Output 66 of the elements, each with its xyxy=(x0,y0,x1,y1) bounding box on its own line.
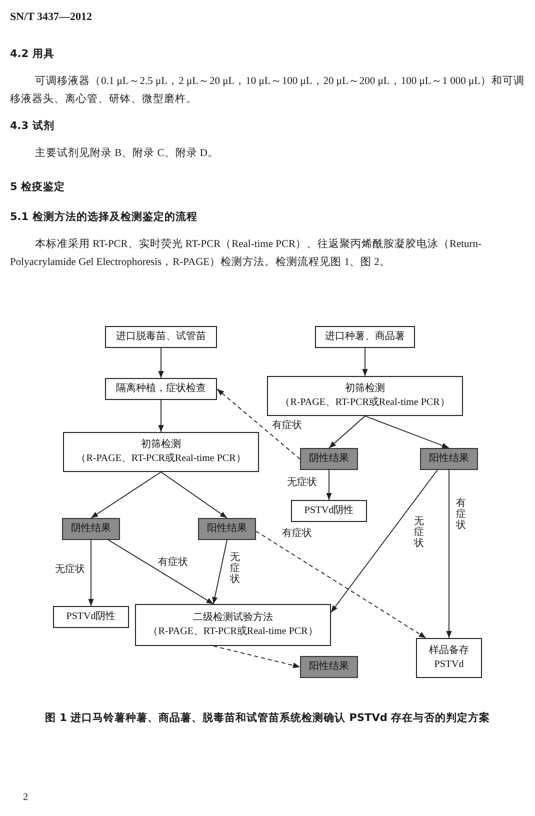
result-box xyxy=(420,448,478,470)
node-label: 阳性结果 xyxy=(429,452,469,466)
node-label: 二级检测试验方法 xyxy=(193,611,273,625)
arrow xyxy=(90,472,162,518)
arrow xyxy=(364,416,450,448)
edge-label: 有症状 xyxy=(456,498,466,531)
node-label: （R-PAGE、RT-PCR或Real-time PCR） xyxy=(280,396,450,410)
arrow xyxy=(446,470,452,638)
node-label: （R-PAGE、RT-PCR或Real-time PCR） xyxy=(148,625,318,639)
arrow xyxy=(328,416,366,448)
process-box xyxy=(291,500,367,522)
arrow xyxy=(160,472,228,518)
node-label: PSTVd阴性 xyxy=(304,504,354,518)
section-heading: 5.1 检测方法的选择及检测鉴定的流程 xyxy=(10,210,198,225)
process-box xyxy=(53,606,129,628)
process-box xyxy=(105,378,217,400)
arrow xyxy=(158,348,164,378)
process-box xyxy=(315,326,415,348)
arrow xyxy=(326,470,332,500)
arrow xyxy=(362,348,368,376)
node-label: 阴性结果 xyxy=(309,452,349,466)
figure-caption: 图 1 进口马铃薯种薯、商品薯、脱毒苗和试管苗系统检测确认 PSTVd 存在与否的判定方案 xyxy=(44,711,491,726)
dashed-arrow xyxy=(212,646,300,668)
standard-number: SN/T 3437—2012 xyxy=(10,10,92,25)
node-label: PSTVd阴性 xyxy=(66,610,116,624)
result-box xyxy=(300,656,358,678)
arrow xyxy=(158,400,164,432)
paragraph: 本标准采用 RT-PCR、实时荧光 RT-PCR（Real-time PCR）、往返聚丙烯酰胺凝胶电泳（Return-Polyacrylamide Gel Electrophoresis，R-PAGE）检测方法。检测流程见图 1、图 2。 xyxy=(10,237,483,270)
process-box xyxy=(105,326,217,348)
section-heading: 4.3 试剂 xyxy=(10,119,54,134)
result-box xyxy=(198,518,256,540)
edge-label: 有症状 xyxy=(282,528,312,540)
node-label: 初筛检测 xyxy=(141,438,181,452)
dashed-arrow xyxy=(216,388,300,460)
edge-label: 无症状 xyxy=(55,564,85,576)
edge-label: 有症状 xyxy=(158,557,188,569)
process-box xyxy=(416,638,482,678)
edge-label: 有症状 xyxy=(272,420,302,432)
paragraph: 可调移液器（0.1 μL～2.5 μL，2 μL～20 μL，10 μL～100 μL，20 μL～200 μL，100 μL～1 000 μL）和可调移液器头、离心管、研钵、微型磨杵。 xyxy=(10,74,526,107)
node-label: 样品备存 xyxy=(429,644,469,658)
section-heading: 5 检疫鉴定 xyxy=(10,180,65,195)
node-label: （R-PAGE、RT-PCR或Real-time PCR） xyxy=(76,452,246,466)
process-box xyxy=(267,376,463,416)
arrow xyxy=(88,540,94,606)
section-heading: 4.2 用具 xyxy=(10,47,54,62)
edge-label: 无症状 xyxy=(414,516,424,549)
dashed-arrow xyxy=(256,530,426,638)
arrow xyxy=(212,540,228,604)
arrow xyxy=(108,540,214,604)
node-label: 隔离种植，症状检查 xyxy=(116,382,206,396)
process-box xyxy=(135,604,331,646)
node-label: 进口脱毒苗、试管苗 xyxy=(116,330,206,344)
paragraph: 主要试剂见附录 B、附录 C、附录 D。 xyxy=(34,146,220,161)
node-label: 进口种薯、商品薯 xyxy=(325,330,405,344)
result-box xyxy=(300,448,358,470)
edge-label: 无症状 xyxy=(287,477,317,489)
result-box xyxy=(62,518,120,540)
node-label: PSTVd xyxy=(434,658,464,672)
node-label: 阳性结果 xyxy=(309,660,349,674)
page-number: 2 xyxy=(23,791,28,805)
edge-label: 无症状 xyxy=(230,552,240,585)
node-label: 初筛检测 xyxy=(345,382,385,396)
process-box xyxy=(63,432,259,472)
node-label: 阳性结果 xyxy=(207,522,247,536)
node-label: 阴性结果 xyxy=(71,522,111,536)
arrow xyxy=(330,470,438,613)
